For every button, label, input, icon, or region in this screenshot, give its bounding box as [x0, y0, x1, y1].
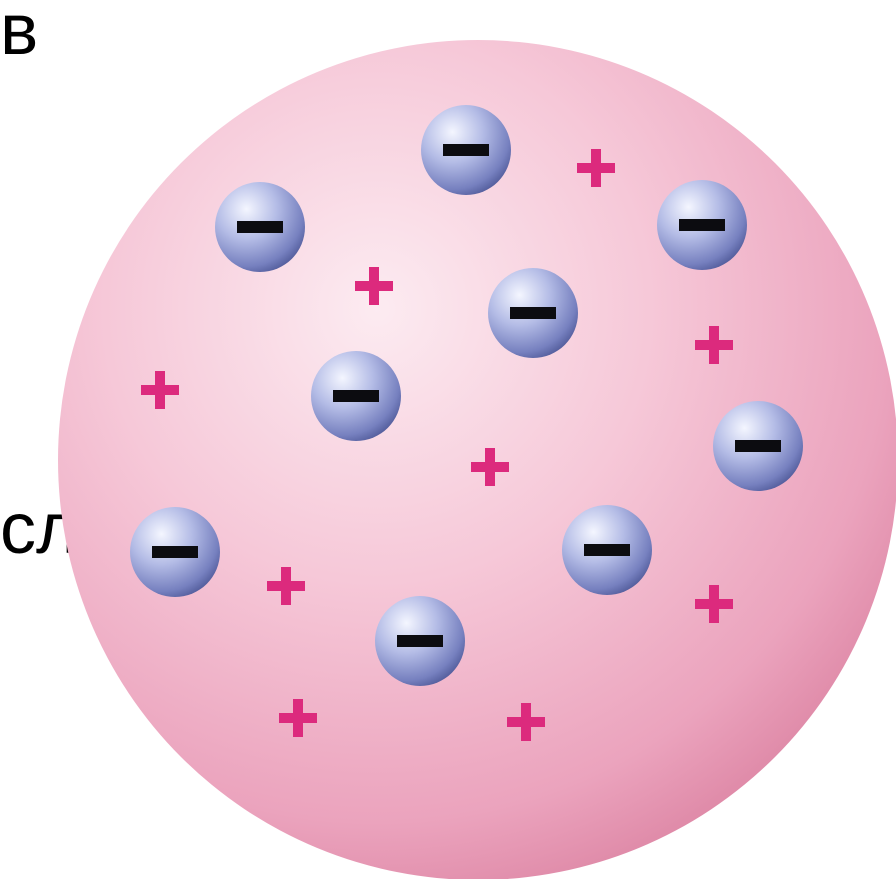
electron [657, 180, 747, 270]
electron [215, 182, 305, 272]
minus-sign [679, 219, 725, 231]
electron [713, 401, 803, 491]
electron [130, 507, 220, 597]
minus-sign [443, 144, 489, 156]
plus-sign [279, 699, 317, 737]
electron [311, 351, 401, 441]
minus-sign [152, 546, 198, 558]
minus-sign [237, 221, 283, 233]
plus-sign [355, 267, 393, 305]
plus-sign [695, 326, 733, 364]
plus-sign [577, 149, 615, 187]
plus-sign [695, 585, 733, 623]
minus-sign [397, 635, 443, 647]
plus-sign [471, 448, 509, 486]
electron [488, 268, 578, 358]
electron [421, 105, 511, 195]
minus-sign [735, 440, 781, 452]
positive-charge-group [141, 149, 733, 741]
minus-sign [584, 544, 630, 556]
electron [375, 596, 465, 686]
plus-sign [267, 567, 305, 605]
plus-sign [507, 703, 545, 741]
plus-sign [141, 371, 179, 409]
minus-sign [510, 307, 556, 319]
electron [562, 505, 652, 595]
electron-group [130, 105, 803, 686]
minus-sign [333, 390, 379, 402]
text-fragment-top: в [0, 0, 39, 70]
